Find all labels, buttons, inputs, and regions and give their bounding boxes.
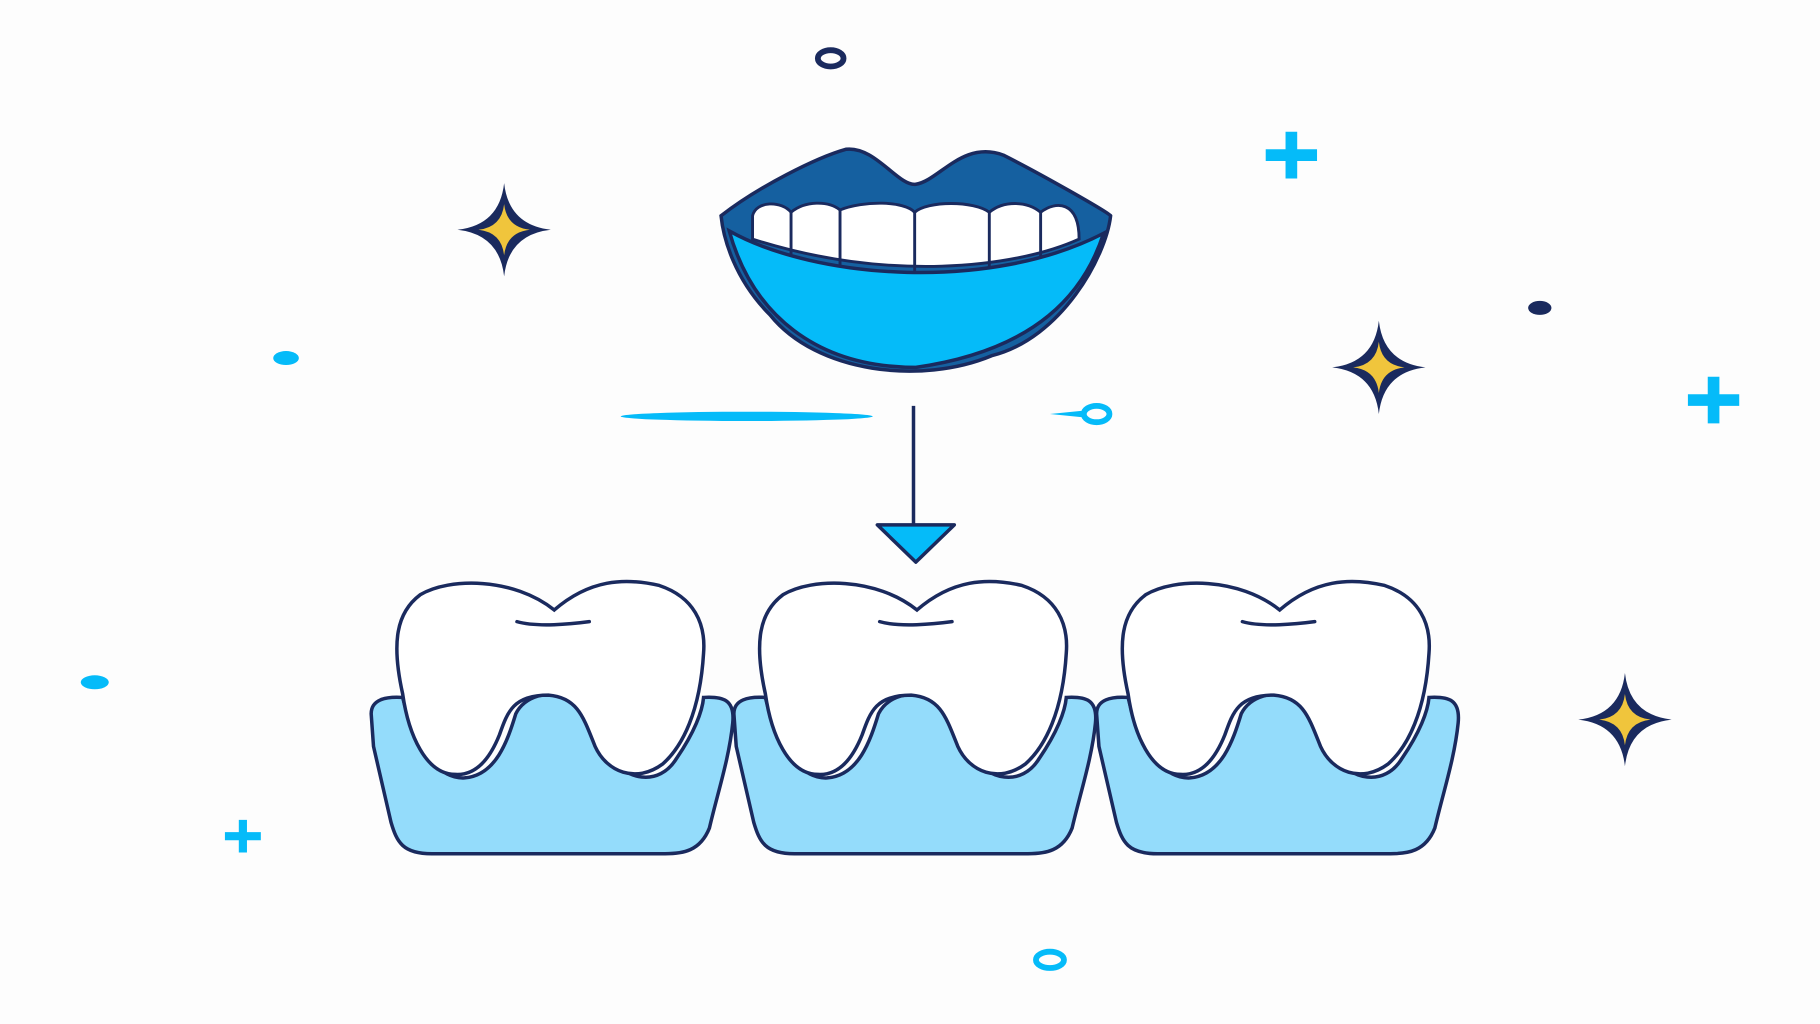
plus-icon — [1265, 131, 1318, 179]
smile-mouth — [719, 147, 1113, 373]
tooth-right — [1094, 579, 1461, 856]
sparkle-icon — [1578, 672, 1672, 767]
down-arrow-icon — [875, 405, 957, 564]
dash-line — [620, 411, 873, 422]
dot-icon — [80, 675, 109, 690]
dot-icon — [273, 351, 299, 366]
sparkle-icon — [1332, 320, 1426, 415]
tooth-center — [732, 579, 1098, 856]
plus-icon — [1687, 376, 1740, 424]
plus-icon — [224, 819, 261, 853]
tongue-lower-lip — [726, 227, 1107, 370]
dot-icon — [1528, 300, 1552, 315]
ring-icon — [1049, 402, 1113, 426]
sparkle-icon — [457, 183, 551, 277]
ring-icon — [1033, 948, 1067, 971]
ring-icon — [814, 47, 847, 70]
tooth-left — [369, 579, 735, 856]
